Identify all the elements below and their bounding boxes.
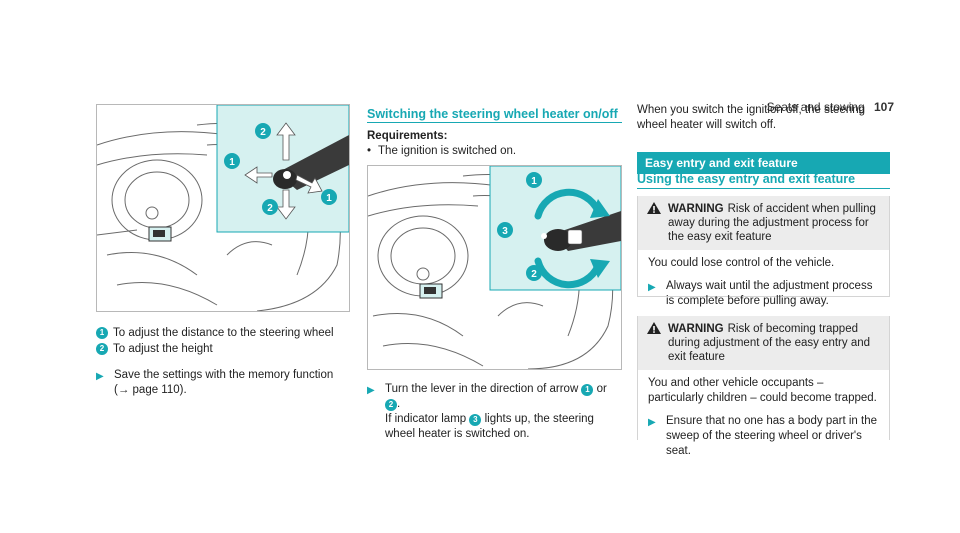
- page-number: 107: [873, 100, 894, 114]
- figure-steering-adjust: 2 1 1 2: [96, 104, 350, 312]
- step-text: If indicator lamp: [385, 413, 467, 425]
- section-rule: [367, 122, 622, 123]
- warning-triangle-icon: [647, 202, 661, 214]
- warning-label: WARNING: [668, 203, 724, 215]
- legend-item: 2 To adjust the height: [96, 341, 356, 357]
- callout-badge: 2: [385, 399, 397, 411]
- step-arrow-icon: ▶: [367, 385, 375, 396]
- warning-triangle-icon: [647, 322, 661, 334]
- fig1-label-2-bottom: 2: [267, 203, 273, 214]
- section-rule: [637, 188, 890, 189]
- legend-text: To adjust the height: [113, 343, 213, 355]
- step-text: Turn the lever in the direction of arrow: [385, 383, 579, 395]
- warning-step: ▶ Always wait until the adjustment proce…: [648, 279, 879, 309]
- page-header: Seats and stowing 107: [767, 100, 894, 114]
- figure1-legend: 1 To adjust the distance to the steering…: [96, 325, 356, 357]
- callout-badge: 1: [96, 327, 108, 339]
- warning-title: Risk of becoming trapped during adjustme…: [668, 323, 871, 363]
- callout-badge: 2: [96, 343, 108, 355]
- bullet-icon: •: [367, 145, 372, 157]
- warning-text: You and other vehicle occupants – partic…: [648, 377, 877, 404]
- fig1-label-2-top: 2: [260, 127, 266, 138]
- section-name: Seats and stowing: [766, 100, 865, 114]
- requirement-text: The ignition is switched on.: [378, 145, 517, 157]
- warning-step: ▶ Ensure that no one has a body part in …: [648, 414, 879, 459]
- step-text: Ensure that no one has a body part in th…: [666, 415, 877, 457]
- legend-item: 1 To adjust the distance to the steering…: [96, 325, 356, 341]
- callout-badge: 3: [469, 414, 482, 426]
- step-text: lights up, the steering wheel heater is …: [385, 413, 594, 440]
- fig2-label-3: 3: [502, 226, 508, 237]
- fig1-label-1-left: 1: [229, 157, 235, 168]
- step-arrow-icon: ▶: [648, 282, 656, 293]
- instruction-step: ▶ Turn the lever in the direction of arr…: [367, 382, 622, 442]
- fig2-label-2: 2: [531, 269, 537, 280]
- warning-body: You and other vehicle occupants – partic…: [638, 370, 889, 465]
- requirements-label: Requirements:: [367, 130, 448, 142]
- warning-text: You could lose control of the vehicle.: [648, 257, 835, 269]
- figure-heater-lever: 1 3 2: [367, 165, 622, 370]
- step-text: .: [397, 398, 401, 410]
- warning-title: Risk of accident when pulling away durin…: [668, 203, 876, 243]
- legend-text: To adjust the distance to the steering w…: [113, 327, 334, 339]
- section-bar-easy-entry: Easy entry and exit feature: [637, 152, 890, 174]
- step-text: or: [596, 383, 607, 395]
- warning-body: You could lose control of the vehicle. ▶…: [638, 250, 889, 315]
- intro-paragraph: When you switch the ignition off, the st…: [637, 104, 866, 131]
- warning-label: WARNING: [668, 323, 724, 335]
- fig1-label-1-right: 1: [326, 193, 332, 204]
- step-arrow-icon: ▶: [648, 417, 656, 428]
- subsection-title: Using the easy entry and exit feature: [637, 172, 856, 186]
- instruction-step: ▶ Save the settings with the memory func…: [96, 368, 356, 398]
- step-text: Save the settings with the memory functi…: [114, 369, 334, 381]
- fig2-label-1: 1: [531, 176, 537, 187]
- step-arrow-icon: ▶: [96, 371, 104, 382]
- step-text: Always wait until the adjustment process…: [666, 280, 873, 307]
- section-title-heater: Switching the steering wheel heater on/o…: [367, 107, 618, 121]
- requirement-item: • The ignition is switched on.: [367, 145, 622, 157]
- callout-badge: 1: [581, 384, 594, 396]
- page-reference-link[interactable]: (→ page 110).: [114, 384, 187, 396]
